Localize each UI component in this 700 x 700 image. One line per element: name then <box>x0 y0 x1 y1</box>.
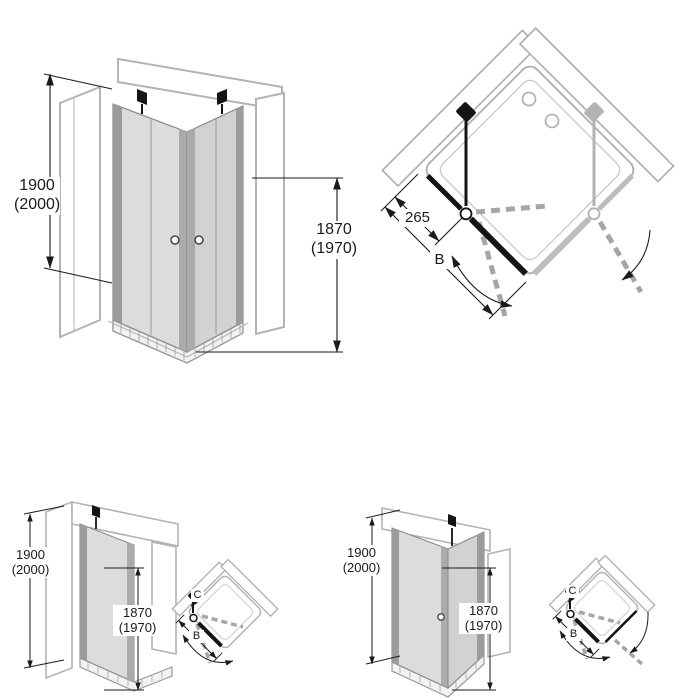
ceiling-clamp <box>448 514 456 527</box>
ceiling-clamp-right <box>217 89 227 105</box>
door-closed-gray <box>532 216 592 276</box>
glass-panel-right-stile-front <box>187 128 195 352</box>
door-handle-right <box>194 235 204 245</box>
hinge-pivot-black <box>459 207 473 221</box>
extension-lines-glass-height <box>196 177 343 353</box>
dim-label-B-panel-plan: B <box>566 628 581 641</box>
dim-label-265: 265 <box>399 209 436 227</box>
extension-lines-total-height <box>43 73 113 284</box>
swing-arrow-right <box>621 229 651 281</box>
glass-door <box>391 527 449 689</box>
glass-side-panel-stile <box>477 532 484 662</box>
wall-clamp-black <box>456 102 476 122</box>
wall-right <box>255 91 285 336</box>
dim-label-glass-height-corner: 1870 (1970) <box>308 221 360 259</box>
tap-hole <box>544 113 560 129</box>
door-handle <box>437 613 445 621</box>
dim-label-B-niche-plan: B <box>189 630 204 643</box>
glass-door-stile-left <box>80 524 87 662</box>
fixed-segment-gray <box>597 173 635 211</box>
dim-label-total-height-panel: 1900 (2000) <box>339 545 384 576</box>
glass-panel-left-stile-back <box>113 104 122 324</box>
figure-door-side-panel-plan <box>548 554 656 667</box>
glass-door-stile-left <box>392 528 399 666</box>
wall-band-right <box>597 554 656 614</box>
swing-arrow-right <box>629 611 649 654</box>
dim-label-glass-height-panel: 1870 (1970) <box>459 603 508 634</box>
wall-right <box>151 541 177 655</box>
hinge-pivot <box>566 609 575 619</box>
glass-panel-left <box>112 103 188 353</box>
tray-hatching <box>87 662 163 687</box>
door-handle-left <box>170 235 180 245</box>
wall-left <box>45 500 73 680</box>
dim-label-glass-height-niche: 1870 (1970) <box>113 605 162 636</box>
dim-label-B-corner-plan: B <box>430 251 449 269</box>
figure-niche-door-isometric <box>23 500 179 692</box>
hinge-pivot-gray <box>587 207 601 221</box>
ceiling-clamp-left <box>137 89 147 105</box>
extension-lines-B <box>552 610 600 658</box>
shower-tray-lip <box>107 320 249 358</box>
dim-label-C-niche-plan: C <box>191 589 204 602</box>
glass-door <box>79 523 135 683</box>
glass-panel-right <box>186 105 244 354</box>
swing-arrow-left <box>451 255 513 309</box>
fixed-segment-black <box>425 173 463 211</box>
figure-corner-entry-plan <box>380 26 675 320</box>
tray-hatching <box>399 663 477 692</box>
glass-panel-right-stile-back <box>236 106 243 326</box>
dim-label-C-panel-plan: C <box>566 585 579 598</box>
wall-band-right <box>220 558 279 618</box>
tray-hatching <box>120 324 241 360</box>
tap-hole <box>521 91 537 107</box>
wall-clamp-gray <box>584 102 604 122</box>
wall-left <box>59 85 101 339</box>
ceiling-clamp <box>92 505 100 518</box>
figure-niche-door-plan <box>171 558 279 666</box>
side-panel-closed <box>604 610 638 643</box>
extension-lines-B <box>175 614 223 662</box>
dim-label-total-height-niche: 1900 (2000) <box>8 547 53 578</box>
figure-corner-entry-isometric <box>43 57 343 364</box>
glass-panel-left-stile-front <box>179 128 187 352</box>
hinge-pivot <box>189 613 198 623</box>
dim-label-total-height-corner: 1900 (2000) <box>14 177 61 215</box>
